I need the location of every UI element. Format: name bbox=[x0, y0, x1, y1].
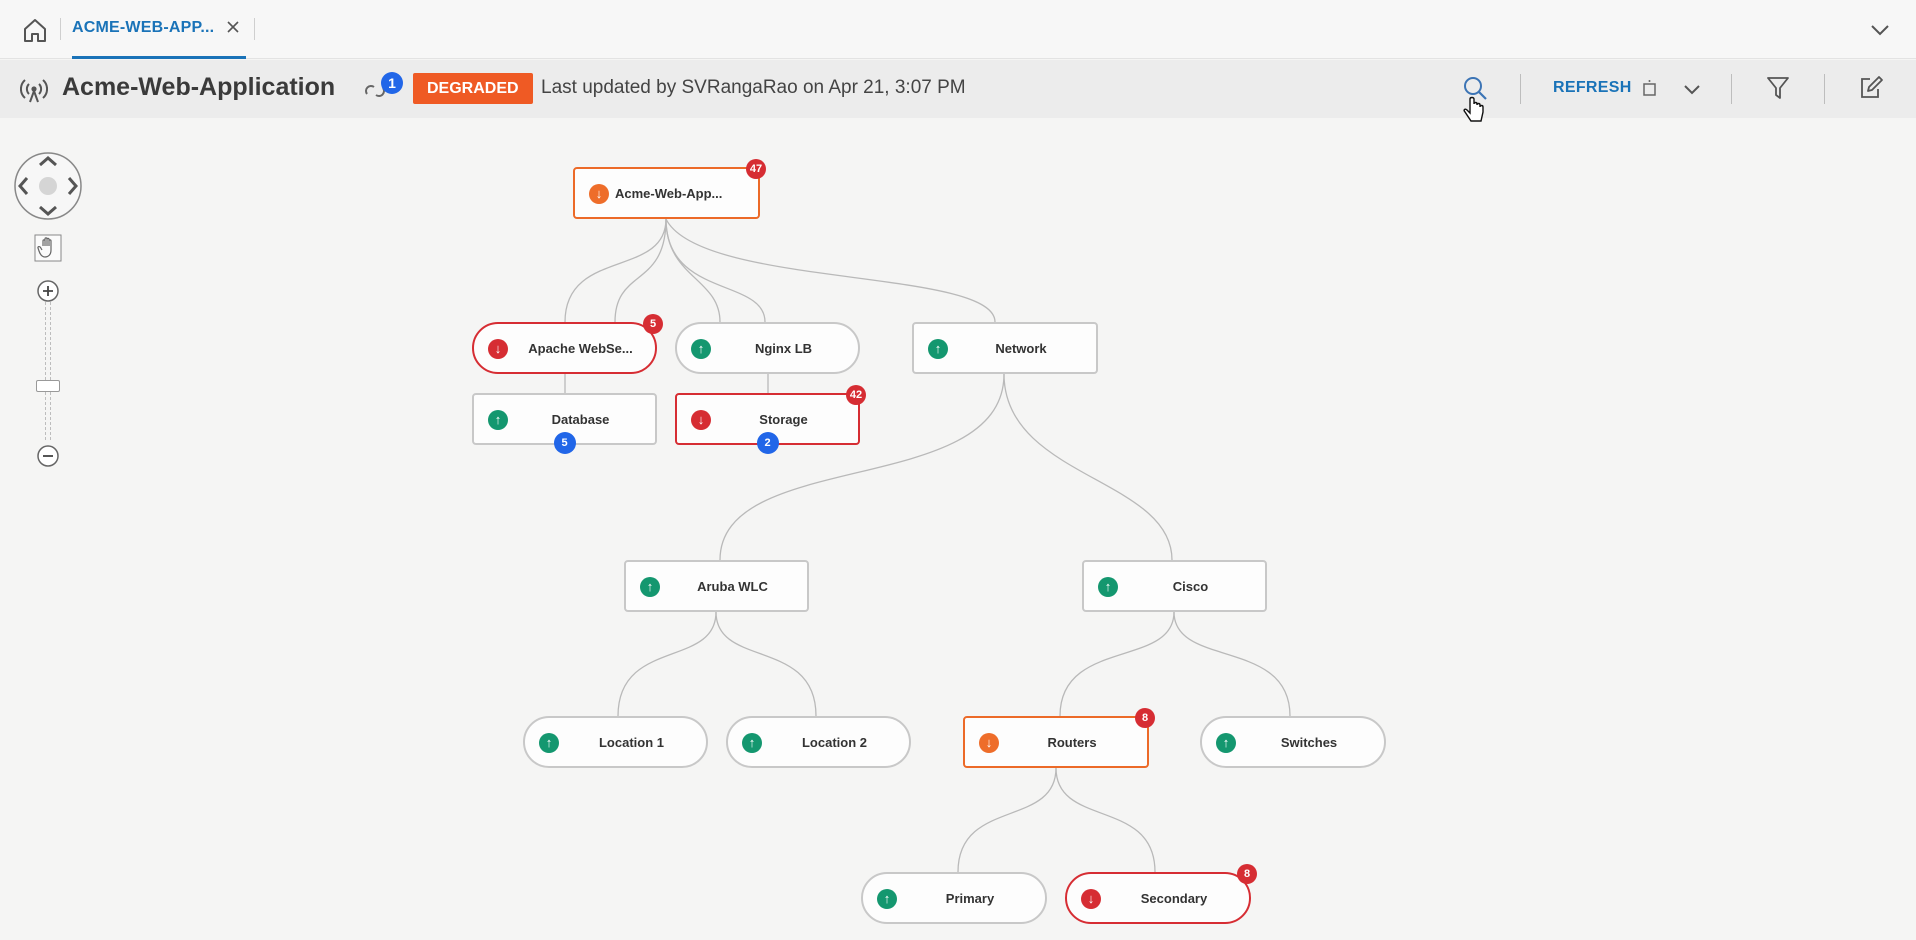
close-icon[interactable] bbox=[224, 18, 242, 36]
node-label: Network bbox=[995, 341, 1047, 356]
hand-icon[interactable] bbox=[34, 234, 62, 262]
edge bbox=[715, 611, 817, 717]
edge bbox=[1173, 611, 1291, 717]
up-arrow-icon: ↑ bbox=[742, 733, 762, 753]
cursor-hand-icon bbox=[1461, 96, 1487, 131]
warning-icon: ↓ bbox=[589, 184, 609, 204]
node-cisco[interactable]: ↑ Cisco bbox=[1082, 560, 1267, 612]
auto-refresh-icon[interactable] bbox=[1641, 80, 1659, 103]
down-arrow-icon: ↓ bbox=[1081, 889, 1101, 909]
up-arrow-icon: ↑ bbox=[691, 339, 711, 359]
up-arrow-icon: ↑ bbox=[1098, 577, 1118, 597]
node-aruba-wlc[interactable]: ↑ Aruba WLC bbox=[624, 560, 809, 612]
toolbar-divider bbox=[1520, 74, 1521, 104]
last-updated-text: Last updated by SVRangaRao on Apr 21, 3:… bbox=[541, 77, 966, 98]
zoom-slider-track[interactable] bbox=[45, 302, 51, 440]
node-secondary[interactable]: ↓ Secondary 8 bbox=[1065, 864, 1257, 924]
sub-count-badge: 2 bbox=[756, 432, 779, 454]
node-nginx-lb[interactable]: ↑ Nginx LB bbox=[675, 322, 860, 374]
node-label: Secondary bbox=[1140, 891, 1208, 906]
zoom-slider-thumb[interactable] bbox=[36, 380, 60, 392]
up-arrow-icon: ↑ bbox=[488, 410, 508, 430]
node-label: Location 1 bbox=[598, 735, 664, 750]
alert-count-badge: 47 bbox=[746, 159, 766, 179]
edge bbox=[957, 767, 1057, 873]
up-arrow-icon: ↑ bbox=[539, 733, 559, 753]
tab-active-indicator bbox=[72, 56, 246, 59]
alert-count-badge: 8 bbox=[1135, 708, 1155, 728]
node-label: Cisco bbox=[1172, 579, 1209, 594]
node-switches[interactable]: ↑ Switches bbox=[1200, 716, 1386, 768]
node-label: Routers bbox=[1047, 735, 1097, 750]
zoom-out-icon[interactable] bbox=[36, 444, 60, 468]
up-arrow-icon: ↑ bbox=[640, 577, 660, 597]
node-database[interactable]: ↑ Database 5 bbox=[472, 393, 657, 454]
tab-acme-web-app[interactable]: ACME-WEB-APP... bbox=[62, 0, 246, 59]
alert-count-badge: 5 bbox=[643, 314, 663, 334]
node-label: Primary bbox=[945, 891, 995, 906]
edge bbox=[665, 218, 996, 323]
edit-icon[interactable] bbox=[1858, 75, 1884, 106]
refresh-button[interactable]: REFRESH bbox=[1553, 79, 1632, 96]
down-arrow-icon: ↓ bbox=[488, 339, 508, 359]
node-label: Aruba WLC bbox=[697, 579, 768, 594]
up-arrow-icon: ↑ bbox=[928, 339, 948, 359]
service-header: Acme-Web-Application 1 DEGRADED Last upd… bbox=[0, 60, 1916, 122]
node-primary[interactable]: ↑ Primary bbox=[861, 872, 1047, 924]
node-routers[interactable]: ↓ Routers 8 bbox=[963, 708, 1155, 768]
node-label: Apache WebSe... bbox=[528, 341, 633, 356]
search-icon[interactable] bbox=[1461, 74, 1489, 107]
node-label: Switches bbox=[1280, 735, 1338, 750]
page-title: Acme-Web-Application bbox=[62, 73, 336, 101]
node-location-2[interactable]: ↑ Location 2 bbox=[726, 716, 911, 768]
tab-label: ACME-WEB-APP... bbox=[72, 19, 215, 36]
edge bbox=[1059, 611, 1175, 717]
toolbar-divider bbox=[1824, 74, 1825, 104]
edge bbox=[1055, 767, 1156, 873]
up-arrow-icon: ↑ bbox=[1216, 733, 1236, 753]
tab-divider bbox=[60, 18, 61, 40]
tab-bar: ACME-WEB-APP... bbox=[0, 0, 1916, 59]
node-label: Acme-Web-App... bbox=[615, 186, 723, 201]
sub-count-badge: 5 bbox=[553, 432, 576, 454]
alert-count-badge: 1 bbox=[381, 72, 403, 94]
edge bbox=[719, 373, 1005, 561]
node-acme-web-app[interactable]: ↓ Acme-Web-App... 47 bbox=[573, 159, 766, 219]
tab-divider bbox=[254, 18, 255, 40]
edge bbox=[665, 218, 721, 323]
node-storage[interactable]: ↓ Storage 42 2 bbox=[675, 385, 866, 454]
down-arrow-icon: ↓ bbox=[691, 410, 711, 430]
alert-count-badge: 42 bbox=[846, 385, 866, 405]
node-network[interactable]: ↑ Network bbox=[912, 322, 1098, 374]
dependency-map[interactable]: ↓ Acme-Web-App... 47 ↓ Apache WebSe... 5… bbox=[0, 118, 1916, 940]
warning-icon: ↓ bbox=[979, 733, 999, 753]
chevron-down-icon[interactable] bbox=[1868, 18, 1892, 42]
alerts-button[interactable]: 1 bbox=[364, 72, 404, 106]
dependency-edges bbox=[564, 218, 1291, 873]
node-label: Database bbox=[551, 412, 610, 427]
pan-control-icon[interactable] bbox=[13, 151, 83, 221]
node-label: Storage bbox=[759, 412, 808, 427]
node-location-1[interactable]: ↑ Location 1 bbox=[523, 716, 708, 768]
edge bbox=[617, 611, 717, 717]
filter-icon[interactable] bbox=[1766, 75, 1790, 106]
toolbar-divider bbox=[1731, 74, 1732, 104]
status-badge: DEGRADED bbox=[413, 73, 533, 104]
edge bbox=[665, 218, 766, 323]
zoom-in-icon[interactable] bbox=[36, 279, 60, 303]
edge bbox=[1003, 373, 1173, 561]
broadcast-icon bbox=[19, 77, 49, 103]
node-apache-webserver[interactable]: ↓ Apache WebSe... 5 bbox=[472, 314, 663, 374]
alert-count-badge: 8 bbox=[1237, 864, 1257, 884]
node-label: Location 2 bbox=[801, 735, 867, 750]
node-label: Nginx LB bbox=[754, 341, 813, 356]
edge bbox=[614, 218, 667, 323]
chevron-down-icon[interactable] bbox=[1680, 77, 1704, 106]
edge bbox=[564, 218, 667, 323]
up-arrow-icon: ↑ bbox=[877, 889, 897, 909]
home-icon[interactable] bbox=[20, 15, 50, 45]
